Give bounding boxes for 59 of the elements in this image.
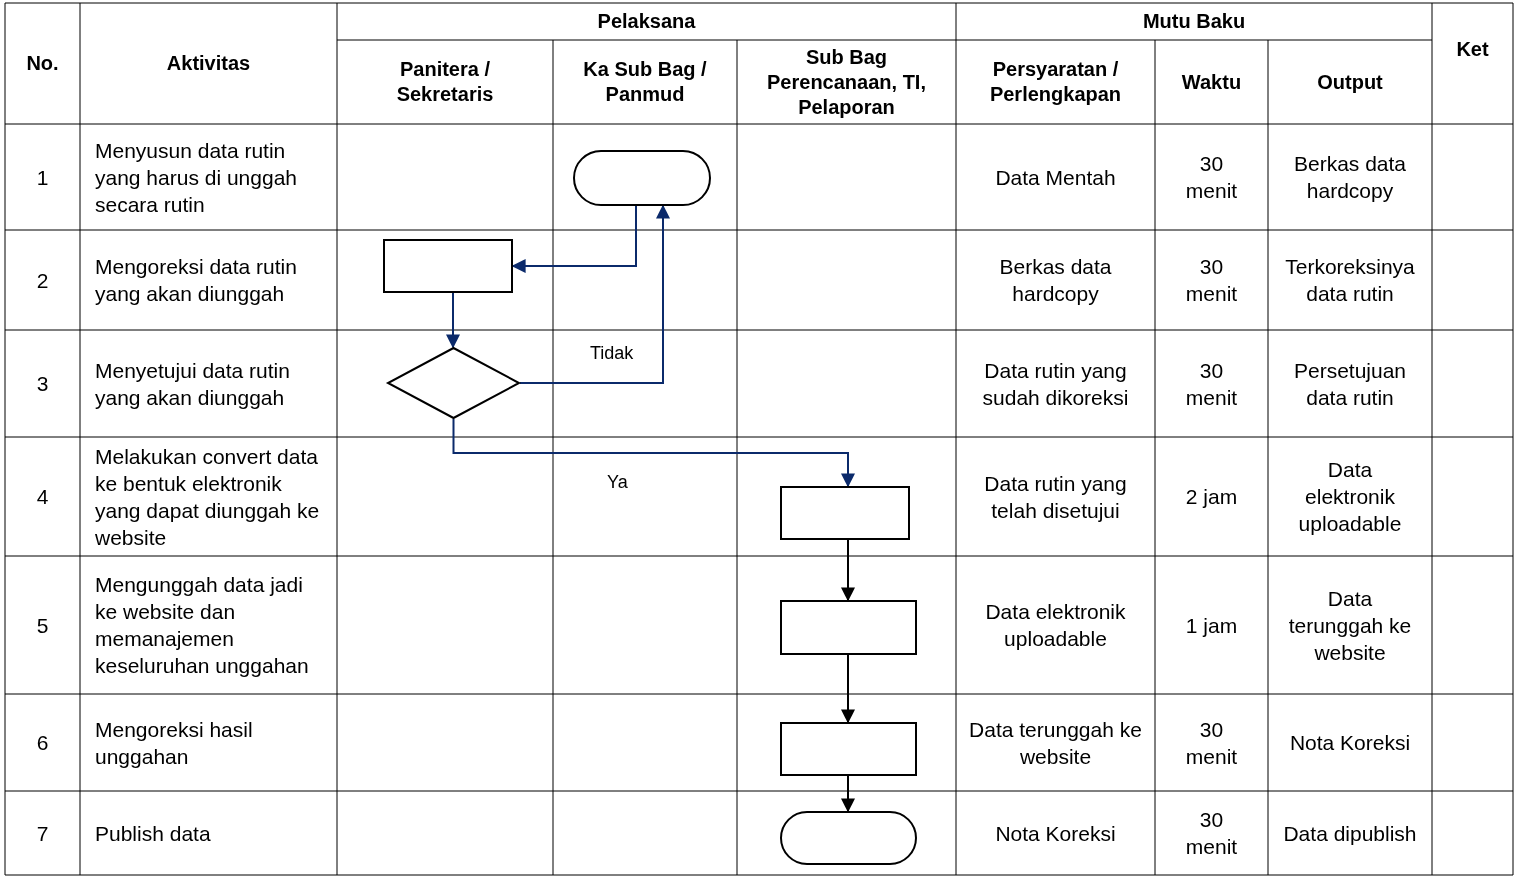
requirement-text: Data Mentah — [995, 164, 1116, 191]
activity-text: Menyusun data rutin yang harus di unggah secara rutin — [95, 137, 298, 218]
header-text: Sub Bag Perencanaan, TI, Pelaporan — [766, 44, 927, 120]
duration-text: 30 menit — [1184, 807, 1239, 860]
row-number: 4 — [36, 484, 49, 510]
arrow — [841, 775, 855, 813]
output-text: Data elektronik uploadable — [1297, 457, 1403, 537]
header-text: Waktu — [1181, 69, 1242, 95]
header-text: Mutu Baku — [1142, 9, 1246, 34]
arrow — [841, 654, 855, 724]
arrow — [452, 418, 855, 488]
output-text: Persetujuan data rutin — [1292, 357, 1408, 411]
header-text: Output — [1317, 69, 1383, 95]
duration-text: 2 jam — [1185, 484, 1238, 510]
header-text: Pelaksana — [597, 9, 696, 34]
requirement-text: Data rutin yang telah disetujui — [983, 470, 1128, 524]
output-text: Berkas data hardcopy — [1292, 151, 1408, 204]
requirement-text: Data elektronik uploadable — [984, 599, 1127, 652]
arrow — [446, 292, 460, 349]
output-text: Data terunggah ke website — [1287, 585, 1413, 666]
output-text: Data dipublish — [1283, 820, 1417, 847]
process-box — [780, 600, 917, 655]
arrow — [841, 539, 855, 602]
process-box — [780, 486, 910, 540]
header-text: Persyaratan / Perlengkapan — [988, 57, 1123, 107]
row-number: 7 — [36, 820, 49, 847]
header-text: Panitera / Sekretaris — [395, 57, 495, 107]
duration-text: 30 menit — [1184, 254, 1239, 307]
requirement-text: Berkas data hardcopy — [998, 254, 1113, 307]
activity-text: Mengunggah data jadi ke website dan memanajemen keseluruhan unggahan — [95, 572, 310, 679]
header-text: Ket — [1456, 36, 1489, 62]
output-text: Nota Koreksi — [1289, 730, 1411, 756]
activity-text: Melakukan convert data ke bentuk elektronik yang dapat diunggah ke website — [95, 443, 321, 551]
duration-text: 1 jam — [1185, 612, 1238, 639]
activity-text: Mengoreksi data rutin yang akan diunggah — [95, 254, 298, 307]
process-box — [383, 239, 513, 293]
output-text: Terkoreksinya data rutin — [1284, 254, 1416, 307]
process-box — [780, 722, 917, 776]
duration-text: 30 menit — [1184, 716, 1239, 770]
header-text: Ka Sub Bag / Panmud — [582, 57, 708, 107]
duration-text: 30 menit — [1184, 151, 1239, 204]
activity-text: Mengoreksi hasil unggahan — [95, 716, 254, 770]
row-number: 3 — [36, 371, 49, 397]
arrow — [519, 204, 670, 384]
requirement-text: Nota Koreksi — [995, 820, 1116, 847]
activity-text: Menyetujui data rutin yang akan diunggah — [95, 357, 291, 411]
row-number: 6 — [36, 730, 49, 756]
row-number: 2 — [36, 267, 49, 294]
activity-text: Publish data — [95, 820, 211, 847]
requirement-text: Data rutin yang sudah dikoreksi — [981, 357, 1130, 411]
decision-diamond — [387, 347, 520, 419]
header-text: Aktivitas — [166, 51, 251, 76]
terminator-shape — [780, 811, 917, 865]
row-number: 1 — [36, 164, 49, 191]
duration-text: 30 menit — [1184, 357, 1239, 411]
requirement-text: Data terunggah ke website — [968, 716, 1143, 770]
row-number: 5 — [36, 612, 49, 639]
header-text: No. — [26, 51, 59, 76]
terminator-shape — [573, 150, 711, 206]
